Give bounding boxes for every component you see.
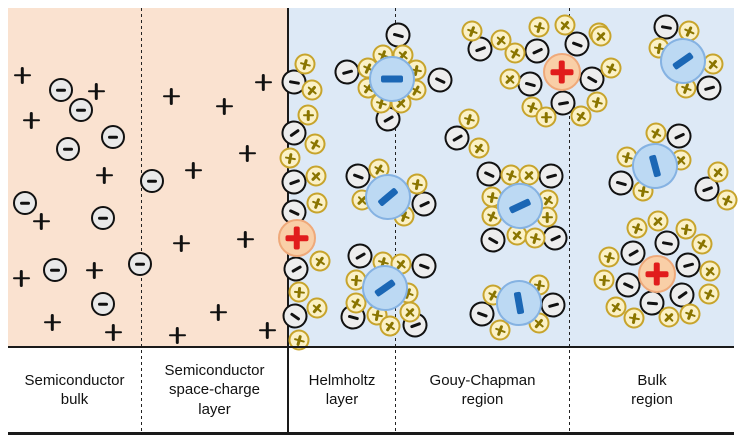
electron-icon [69,98,93,122]
gouy-bulk-boundary-dashed-line [569,8,571,433]
hole-plus-icon [43,313,61,331]
small-cation-icon [303,189,331,217]
hole-plus-icon [254,73,272,91]
hole-plus-icon [238,144,256,162]
hole-plus-icon [215,97,233,115]
small-cation-icon [695,280,723,308]
hole-plus-icon [85,261,103,279]
electron-icon [128,252,152,276]
small-cation-icon [592,268,616,292]
large-anion-icon [369,56,415,102]
hole-plus-icon [162,87,180,105]
solvent-anion-icon [475,222,511,258]
hole-plus-icon [87,82,105,100]
electron-icon [13,191,37,215]
solvent-anion-icon [535,160,567,192]
hole-plus-icon [236,230,254,248]
hole-plus-icon [95,166,113,184]
small-cation-icon [526,14,552,40]
electron-icon [91,206,115,230]
hole-plus-icon [32,212,50,230]
label-semiconductor-bulk: Semiconductor bulk [24,371,125,408]
hole-plus-icon [104,323,122,341]
diagram-label-separator-line [8,346,734,348]
electron-icon [101,125,125,149]
hole-plus-icon [258,321,276,339]
electron-icon [43,258,67,282]
hole-plus-icon [13,66,31,84]
solvent-anion-icon [423,63,457,97]
small-cation-icon [277,145,303,171]
large-cation-icon [543,53,581,91]
electron-icon [49,78,73,102]
solvent-anion-icon [407,249,441,283]
bottom-border-line [8,432,734,435]
hole-plus-icon [209,303,227,321]
label-gouy-chapman-region: Gouy-Chapman region [429,371,536,408]
hole-plus-icon [22,111,40,129]
hole-plus-icon [184,161,202,179]
large-cation-icon [278,219,316,257]
small-cation-icon [297,104,319,126]
label-semiconductor-space-charge-layer: Semiconductor space-charge layer [164,362,265,418]
hole-plus-icon [168,326,186,344]
hole-plus-icon [172,234,190,252]
label-bulk-region: Bulk region [631,371,673,408]
hole-plus-icon [12,269,30,287]
electron-icon [140,169,164,193]
label-helmholtz-layer: Helmholtz layer [308,371,376,408]
space-charge-boundary-dashed-line [141,8,143,433]
large-cation-icon [638,255,676,293]
electron-icon [91,292,115,316]
small-cation-icon [596,244,622,270]
small-cation-icon [535,106,557,128]
electron-icon [56,137,80,161]
small-cation-icon [287,280,311,304]
